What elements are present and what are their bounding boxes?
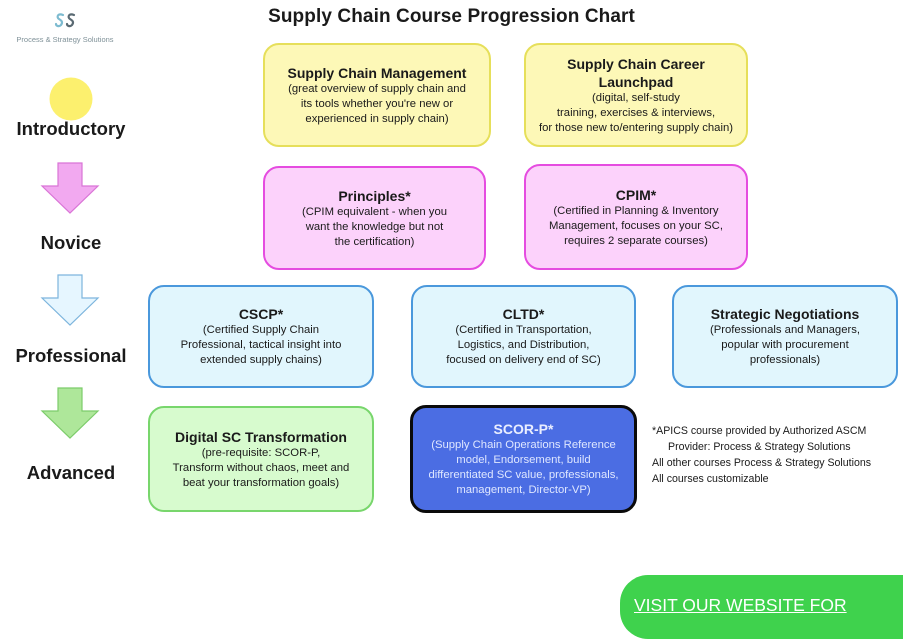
- course-desc-line: extended supply chains): [200, 354, 322, 366]
- course-desc-line: (Professionals and Managers,: [709, 324, 861, 336]
- course-desc-line: beat your transformation goals): [182, 476, 340, 489]
- course-title: CPIM*: [615, 186, 657, 203]
- course-desc-line: (great overview of supply chain and: [288, 82, 466, 95]
- course-desc-line: focused on delivery end of SC): [446, 354, 601, 366]
- course-title: Principles*: [338, 187, 411, 204]
- course-desc-line: management, Director-VP): [456, 484, 591, 496]
- course-desc-line: Management, focuses on your SC,: [549, 219, 723, 232]
- level-label-novice: Novice: [40, 232, 102, 253]
- course-box-digital-sc-transformation: Digital SC Transformation (pre-requisite…: [148, 406, 374, 512]
- yellow-circle-icon: [49, 77, 93, 121]
- course-desc-line: want the knowledge but not: [305, 220, 444, 233]
- course-title: Strategic Negotiations: [710, 306, 860, 322]
- course-box-supply-chain-management: Supply Chain Management (great overview …: [263, 43, 491, 147]
- light-blue-down-arrow-icon: [40, 274, 100, 326]
- course-desc-line: (pre-requisite: SCOR-P,: [201, 446, 321, 459]
- course-box-cltd: CLTD* (Certified in Transportation, Logi…: [411, 285, 636, 388]
- course-desc-line: training, exercises & interviews,: [556, 106, 716, 119]
- course-desc-line: for those new to/entering supply chain): [538, 121, 734, 134]
- footnotes: *APICS course provided by Authorized ASC…: [652, 423, 871, 487]
- company-logo: Process & Strategy Solutions: [6, 12, 124, 44]
- level-label-professional: Professional: [15, 345, 127, 366]
- course-title: CSCP*: [238, 306, 284, 322]
- course-desc-line: the certification): [334, 235, 415, 248]
- course-box-scor-p: SCOR-P* (Supply Chain Operations Referen…: [410, 405, 637, 513]
- footnote-line: Provider: Process & Strategy Solutions: [668, 441, 851, 453]
- course-title: Digital SC Transformation: [175, 428, 347, 445]
- logo-icon: [54, 13, 76, 28]
- course-title: CLTD*: [502, 306, 545, 322]
- green-down-arrow-icon: [40, 387, 100, 439]
- course-desc-line: requires 2 separate courses): [564, 234, 708, 247]
- course-desc-line: professionals): [749, 354, 821, 366]
- course-desc-line: Logistics, and Distribution,: [457, 339, 590, 351]
- course-title: Supply Chain Career: [567, 55, 705, 72]
- course-desc-line: (Certified in Transportation,: [455, 324, 592, 336]
- course-desc-line: model, Endorsement, build: [456, 454, 591, 466]
- course-desc-line: differentiated SC value, professionals,: [428, 469, 619, 481]
- footnote-line: All courses customizable: [652, 473, 769, 485]
- course-desc-line: popular with procurement: [721, 339, 849, 351]
- chart-title: Supply Chain Course Progression Chart: [268, 6, 635, 27]
- course-box-strategic-negotiations: Strategic Negotiations (Professionals an…: [672, 285, 898, 388]
- course-box-career-launchpad: Supply Chain Career Launchpad (digital, …: [524, 43, 748, 147]
- course-desc-line: Transform without chaos, meet and: [172, 461, 350, 474]
- footnote-line: *APICS course provided by Authorized ASC…: [652, 425, 867, 437]
- course-title: Launchpad: [598, 73, 674, 90]
- course-desc-line: experienced in supply chain): [305, 112, 449, 125]
- course-box-principles: Principles* (CPIM equivalent - when you …: [263, 166, 486, 270]
- course-desc-line: its tools whether you're new or: [300, 97, 454, 110]
- footnote-line: All other courses Process & Strategy Sol…: [652, 457, 872, 469]
- pink-down-arrow-icon: [40, 162, 100, 214]
- logo-text: Process & Strategy Solutions: [16, 35, 114, 44]
- course-box-cpim: CPIM* (Certified in Planning & Inventory…: [524, 164, 748, 270]
- course-desc-line: (Certified Supply Chain: [202, 324, 320, 336]
- course-title: Supply Chain Management: [287, 64, 467, 81]
- course-box-cscp: CSCP* (Certified Supply Chain Profession…: [148, 285, 374, 388]
- level-label-introductory: Introductory: [16, 118, 126, 139]
- course-desc-line: (Supply Chain Operations Reference: [431, 439, 616, 451]
- course-desc-line: (Certified in Planning & Inventory: [553, 204, 719, 217]
- visit-website-link[interactable]: VISIT OUR WEBSITE FOR: [634, 595, 847, 615]
- course-desc-line: Professional, tactical insight into: [180, 339, 342, 351]
- course-desc-line: (CPIM equivalent - when you: [301, 205, 448, 218]
- level-label-advanced: Advanced: [26, 462, 116, 483]
- course-title: SCOR-P*: [493, 421, 554, 437]
- visit-website-button[interactable]: VISIT OUR WEBSITE FOR: [620, 575, 903, 639]
- course-desc-line: (digital, self-study: [592, 91, 680, 104]
